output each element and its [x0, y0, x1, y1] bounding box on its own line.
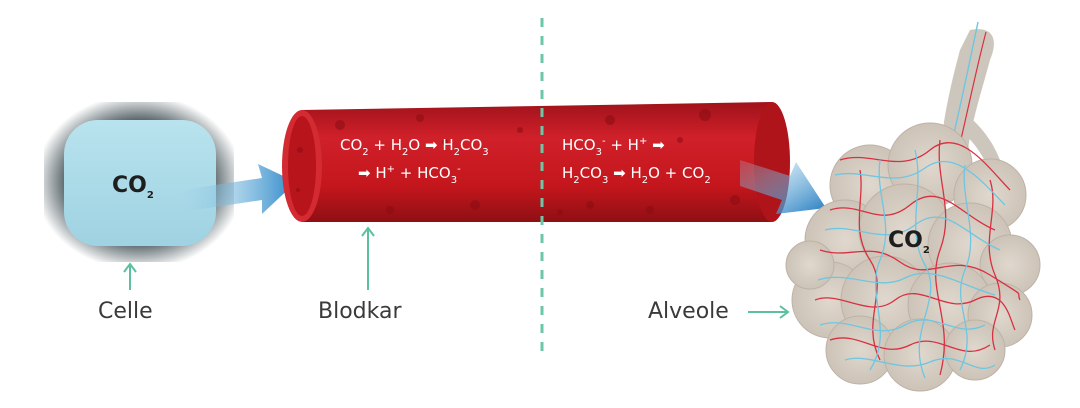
bronchiole: [940, 29, 994, 161]
equation-token: -: [602, 136, 606, 147]
reaction-arrow-icon: ➡: [358, 164, 371, 182]
cell-body: [64, 120, 216, 246]
equation-token: 2: [454, 147, 460, 158]
equation-token: 3: [596, 147, 602, 158]
equation-token: +: [639, 136, 647, 147]
label-pointers: [123, 226, 790, 319]
equation-token: +: [387, 164, 395, 175]
equation-right-line-2: H2CO3 ➡ H2O + CO2: [562, 164, 711, 186]
equation-token: H: [626, 164, 642, 182]
equation-token: 3: [482, 147, 488, 158]
vessel-texture: [296, 109, 740, 215]
equation-token: H: [438, 136, 454, 154]
cell: [44, 102, 234, 262]
equation-token: H: [562, 164, 573, 182]
blood-vessel-label: Blodkar: [318, 299, 402, 324]
equation-token: 2: [402, 147, 408, 158]
equation-token: O + CO: [648, 164, 704, 182]
equation-token: + HCO: [395, 164, 451, 182]
vessel-body: [302, 102, 772, 222]
equation-token: CO: [580, 164, 602, 182]
equation-right-line-1: HCO3- + H+ ➡: [562, 136, 665, 158]
equation-token: 2: [704, 175, 710, 186]
diffusion-arrow-vessel-to-alveolus: [740, 160, 826, 214]
equation-token: H: [371, 164, 387, 182]
reaction-arrow-icon: ➡: [652, 136, 665, 154]
equation-token: 2: [362, 147, 368, 158]
reaction-arrow-icon: ➡: [425, 136, 438, 154]
diffusion-arrow-cell-to-vessel: [182, 164, 296, 214]
equation-token: 3: [451, 175, 457, 186]
equation-token: HCO: [562, 136, 596, 154]
cell-co2-label: CO2: [112, 173, 154, 201]
equation-token: + H: [606, 136, 639, 154]
alveolus-label: Alveole: [648, 299, 729, 324]
cell-label: Celle: [98, 299, 153, 324]
equation-token: 3: [602, 175, 608, 186]
equation-token: 2: [642, 175, 648, 186]
equation-token: + H: [369, 136, 402, 154]
equation-left-line-2: ➡ H+ + HCO3-: [358, 164, 461, 186]
blood-vessel: [282, 102, 790, 222]
equation-token: -: [457, 164, 461, 175]
reaction-arrow-icon: ➡: [613, 164, 626, 182]
equation-left-line-1: CO2 + H2O ➡ H2CO3: [340, 136, 489, 158]
equation-token: 2: [573, 175, 579, 186]
alveolus: [785, 21, 1041, 392]
equation-token: CO: [340, 136, 362, 154]
alveolus-co2-label: CO2: [888, 228, 930, 256]
equation-token: CO: [460, 136, 482, 154]
equation-token: O: [408, 136, 425, 154]
